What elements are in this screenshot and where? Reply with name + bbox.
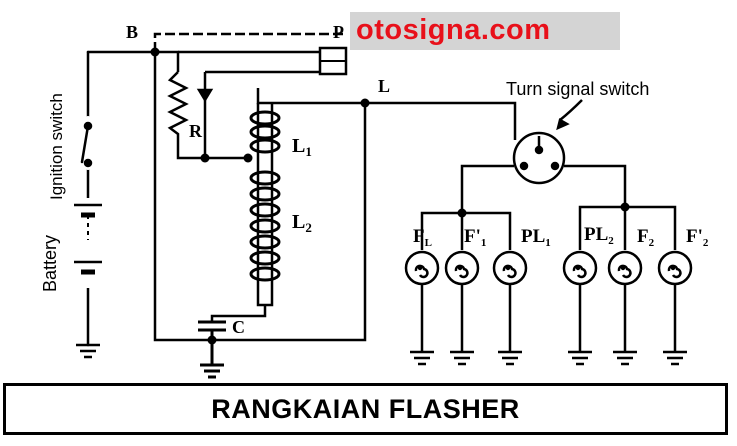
label-p: P <box>333 22 344 42</box>
wire-b-down <box>153 52 367 342</box>
coil-l1 <box>249 110 281 154</box>
coil-l2 <box>249 170 281 282</box>
label-f2p: F'2 <box>686 226 709 249</box>
label-battery: Battery <box>40 235 60 292</box>
resistor-r <box>167 71 248 160</box>
wire-left-bus <box>420 211 462 250</box>
watermark-box <box>350 12 620 50</box>
label-l2: L2 <box>292 211 312 235</box>
node-b <box>150 47 160 57</box>
wire-switch-left <box>460 164 514 213</box>
turn-signal-switch-symbol[interactable] <box>512 99 583 185</box>
node-resistor <box>200 153 210 163</box>
wire-right-bus-f2p <box>625 205 677 250</box>
label-pl1: PL1 <box>521 226 551 249</box>
ignition-switch-pivot-bottom <box>83 158 93 168</box>
label-f2: F2 <box>637 226 655 249</box>
label-ignition-switch: Ignition switch <box>47 93 66 200</box>
wire-switch-right <box>564 164 627 207</box>
label-turn-signal-switch: Turn signal switch <box>506 79 649 99</box>
label-f1p: F'1 <box>464 226 486 249</box>
label-pl2: PL2 <box>584 224 614 247</box>
watermark-text[interactable]: otosigna.com <box>356 14 551 46</box>
lamp-f1 <box>404 250 440 366</box>
label-b: B <box>126 22 138 42</box>
lamp-f2p <box>657 250 693 366</box>
label-r: R <box>189 121 203 141</box>
lamp-pl1 <box>492 250 528 366</box>
label-c: C <box>232 317 245 337</box>
node-ground <box>207 335 217 345</box>
wire-coil-bottom <box>210 305 267 322</box>
battery-symbol <box>74 198 102 288</box>
capacitor-c <box>198 320 226 379</box>
wire-left-bus-pl1 <box>462 211 512 250</box>
wire-core-top <box>256 88 365 105</box>
ignition-switch-pivot-top <box>83 121 93 131</box>
ignition-switch-lever <box>80 124 90 164</box>
lamp-f2 <box>607 250 643 366</box>
wire-right-bus <box>578 205 625 250</box>
wire-l-to-switch <box>365 101 517 140</box>
contact-arrow <box>196 88 214 103</box>
caption-box: RANGKAIAN FLASHER <box>3 383 728 435</box>
label-f1: FL <box>413 226 432 249</box>
caption-title: RANGKAIAN FLASHER <box>211 393 520 424</box>
lamp-group <box>404 250 693 366</box>
ground-left <box>76 343 100 359</box>
node-l <box>360 98 370 108</box>
lamp-pl2 <box>562 250 598 366</box>
label-l: L <box>378 76 390 96</box>
wire-b-to-resistor <box>155 50 180 72</box>
lamp-f1p <box>444 250 480 366</box>
label-l1: L1 <box>292 135 312 159</box>
node-l1 <box>243 153 253 163</box>
wire-b-to-p <box>153 32 345 52</box>
